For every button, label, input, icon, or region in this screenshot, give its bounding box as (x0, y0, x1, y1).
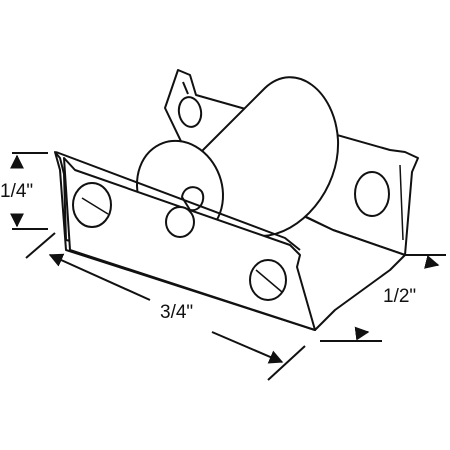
length-label: 3/4" (160, 302, 193, 323)
height-label: 1/4" (0, 181, 33, 202)
front-flange-hole-center (165, 206, 195, 238)
back-flange-hole-left (177, 96, 203, 128)
width-label: 1/2" (383, 286, 416, 307)
back-flange-slot (182, 81, 189, 95)
back-flange-hole-right (354, 171, 390, 217)
length-dimension (25, 232, 306, 381)
height-dimension (10, 152, 48, 230)
width-dimension (320, 254, 446, 342)
